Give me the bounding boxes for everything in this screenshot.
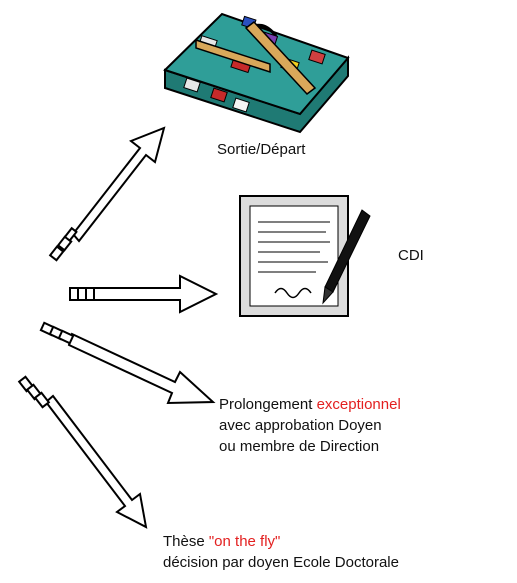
thesis-label-highlight: "on the fly" (208, 533, 281, 550)
arrow-to-extension (39, 321, 216, 405)
thesis-label-line2: décision par doyen Ecole Doctorale (163, 554, 399, 571)
thesis-label-line1: Thèse "on the fly" (163, 532, 280, 552)
extension-label-prefix: Prolongement (219, 396, 317, 413)
arrow-to-departure (48, 126, 166, 262)
arrow-to-cdi (69, 274, 219, 314)
suitcase-icon (163, 12, 350, 134)
thesis-label-prefix: Thèse (163, 533, 209, 550)
extension-label-line3: ou membre de Direction (219, 438, 380, 455)
contract-icon (239, 195, 371, 317)
extension-label-line2: avec approbation Doyen (219, 417, 382, 434)
extension-label-line1: Prolongement exceptionnel (219, 395, 401, 415)
cdi-label: CDI (398, 247, 424, 264)
departure-label: Sortie/Départ (217, 141, 306, 158)
extension-label-highlight: exceptionnel (316, 396, 401, 413)
arrow-to-thesis (17, 375, 148, 529)
